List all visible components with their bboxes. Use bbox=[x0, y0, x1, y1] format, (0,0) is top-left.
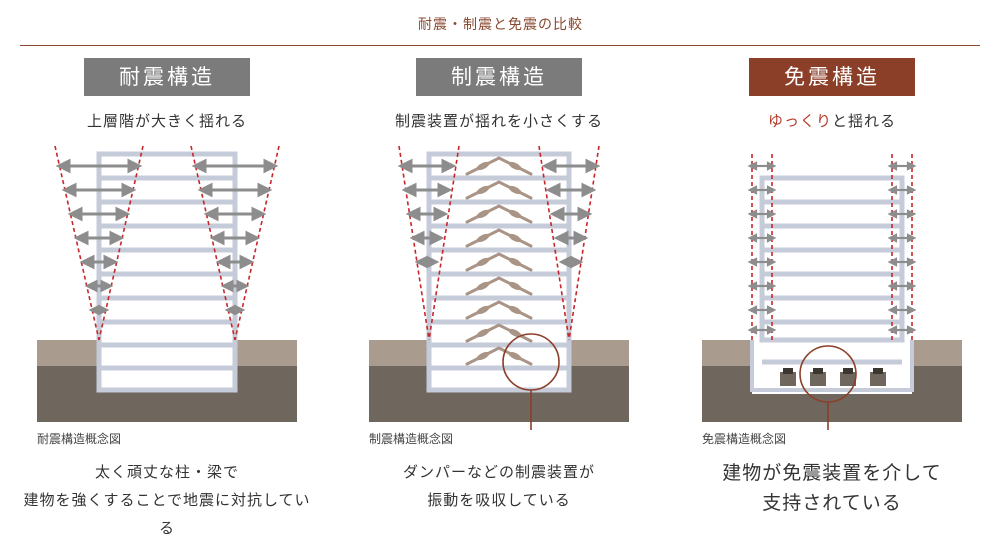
desc-seishin-line2: 振動を吸収している bbox=[427, 491, 571, 509]
desc-taishin-line2: 建物を強くすることで地震に対抗している bbox=[23, 491, 311, 537]
sway-arrows bbox=[747, 161, 917, 335]
seishin-diagram bbox=[369, 145, 629, 430]
subtitle-menshin-em: ゆっくり bbox=[767, 112, 832, 130]
label-menshin: 免震構造 bbox=[749, 58, 915, 96]
desc-taishin-line1: 太く頑丈な柱・梁で bbox=[94, 463, 239, 481]
building-floors bbox=[99, 175, 235, 371]
desc-menshin-line1: 建物が免震装置を介して bbox=[722, 462, 942, 484]
desc-menshin-line2: 支持されている bbox=[762, 492, 902, 514]
isolators bbox=[780, 368, 886, 386]
building-floors bbox=[762, 199, 902, 365]
sway-lines bbox=[54, 145, 280, 341]
sway-arrows bbox=[55, 158, 279, 316]
building-frame bbox=[759, 175, 905, 343]
desc-seishin: ダンパーなどの制震装置が 振動を吸収している bbox=[349, 458, 649, 514]
caption-menshin: 免震構造概念図 bbox=[702, 432, 787, 446]
column-menshin: 免震構造 ゆっくりと揺れる bbox=[682, 0, 982, 542]
pit-wall bbox=[750, 340, 914, 392]
menshin-diagram bbox=[702, 154, 962, 430]
title-divider bbox=[20, 45, 980, 46]
subtitle-menshin: ゆっくりと揺れる bbox=[682, 110, 982, 131]
caption-taishin: 耐震構造概念図 bbox=[37, 432, 122, 446]
sway-lines bbox=[398, 145, 600, 341]
building-floors bbox=[429, 175, 569, 371]
subtitle-menshin-rest: と揺れる bbox=[832, 112, 897, 130]
label-taishin: 耐震構造 bbox=[84, 58, 250, 96]
desc-taishin: 太く頑丈な柱・梁で 建物を強くすることで地震に対抗している bbox=[17, 458, 317, 542]
pit bbox=[752, 340, 912, 394]
desc-seishin-line1: ダンパーなどの制震装置が bbox=[402, 463, 595, 481]
caption-seishin: 制震構造概念図 bbox=[369, 432, 454, 446]
page-title: 耐震・制震と免震の比較 bbox=[418, 17, 583, 33]
column-seishin: 制震構造 制震装置が揺れを小さくする bbox=[349, 0, 649, 542]
taishin-diagram bbox=[37, 145, 297, 422]
desc-menshin: 建物が免震装置を介して 支持されている bbox=[682, 458, 982, 518]
ground-light-left bbox=[702, 340, 752, 366]
ground-light-right bbox=[912, 340, 962, 366]
subtitle-seishin: 制震装置が揺れを小さくする bbox=[394, 112, 603, 130]
label-seishin: 制震構造 bbox=[416, 58, 582, 96]
column-taishin: 耐震構造 上層階が大きく揺れる bbox=[17, 0, 317, 542]
damper-bodies bbox=[476, 161, 522, 361]
sway-arrows bbox=[397, 158, 601, 269]
subtitle-taishin: 上層階が大きく揺れる bbox=[86, 112, 247, 130]
